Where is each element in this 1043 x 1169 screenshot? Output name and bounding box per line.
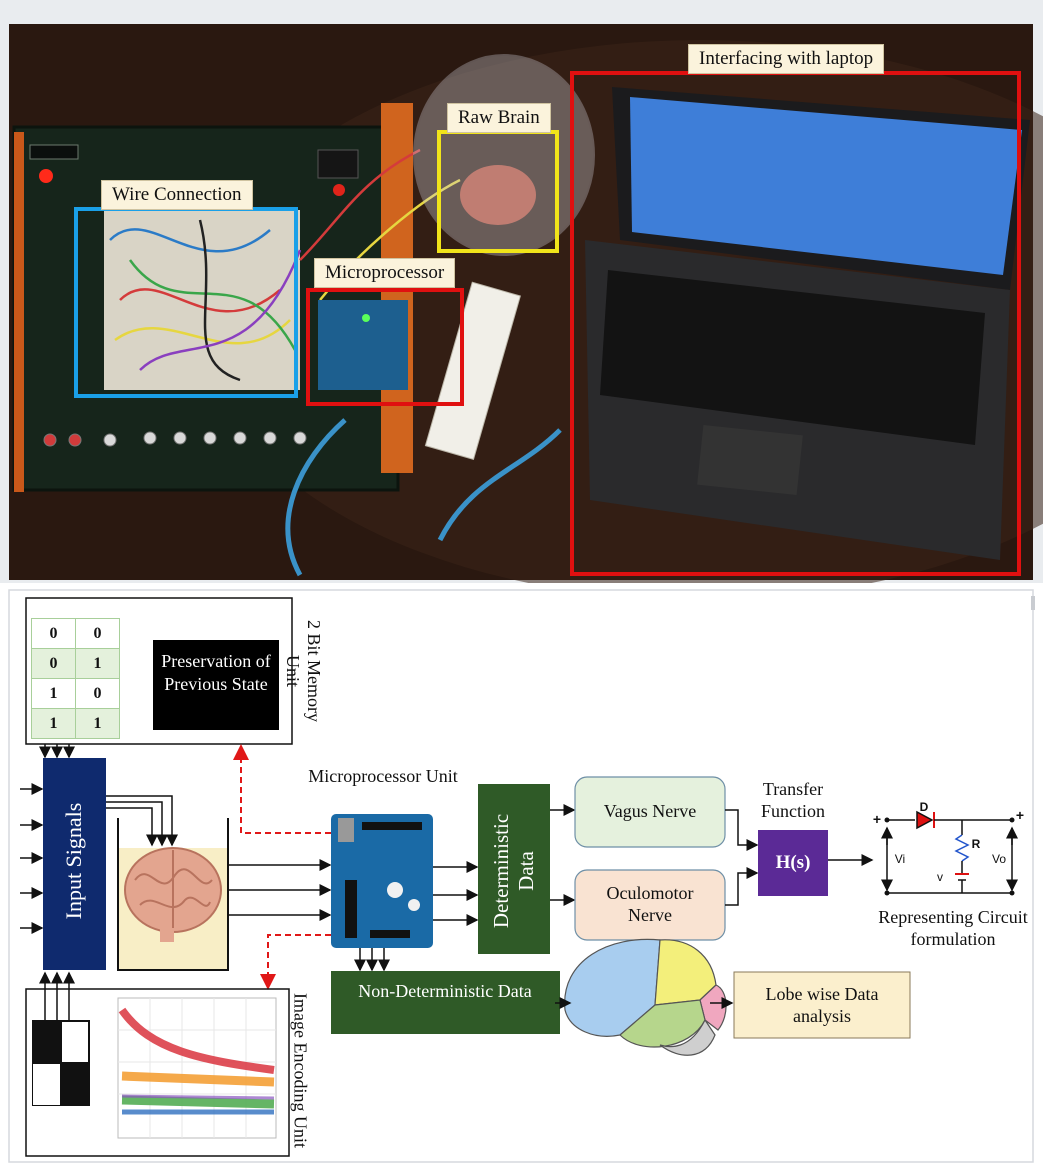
deterministic-label: Deterministic Data bbox=[489, 813, 538, 929]
interfacing-label: Interfacing with laptop bbox=[688, 44, 885, 74]
brain-lobes-icon bbox=[564, 938, 727, 1056]
raw-brain-label: Raw Brain bbox=[447, 103, 551, 133]
laptop bbox=[585, 87, 1030, 560]
transfer-function-label: Transfer Function bbox=[760, 779, 825, 821]
microprocessor-label: Microprocessor bbox=[314, 258, 456, 288]
table-cell: 1 bbox=[31, 678, 76, 709]
lobe-analysis-box bbox=[733, 971, 911, 1039]
circuit-v-label: v bbox=[937, 870, 943, 884]
arduino-board-icon bbox=[331, 814, 433, 948]
transfer-function-block bbox=[758, 830, 828, 896]
brain-icon bbox=[124, 847, 222, 942]
table-cell: 1 bbox=[31, 708, 76, 739]
microprocessor-unit-label: Microprocessor Unit bbox=[308, 766, 458, 786]
circuit-resistor-label: R bbox=[971, 837, 981, 851]
oculomotor-nerve-label: Oculomotor Nerve bbox=[606, 883, 694, 925]
circuit-vo-label: Vo bbox=[991, 852, 1006, 866]
microprocessor-highlight bbox=[306, 288, 464, 406]
breadboard bbox=[424, 281, 521, 461]
non-deterministic-label: Non-Deterministic Data bbox=[358, 981, 532, 1001]
circuit-plus-left: + bbox=[872, 811, 882, 827]
vagus-nerve-block bbox=[574, 776, 726, 848]
preservation-text: Preservation of Previous State bbox=[161, 651, 271, 694]
signal-plot-thumbnail bbox=[117, 997, 277, 1139]
checker-pattern-icon bbox=[32, 1020, 90, 1106]
table-cell: 0 bbox=[31, 618, 76, 649]
vagus-nerve-label: Vagus Nerve bbox=[603, 801, 697, 821]
memory-unit-label: 2 Bit Memory Unit bbox=[283, 620, 324, 722]
input-signals-block bbox=[43, 758, 106, 970]
deterministic-block bbox=[478, 784, 550, 954]
circuit-diagram bbox=[881, 810, 1018, 894]
circuit-diode-label: D bbox=[919, 800, 929, 814]
table-cell: 0 bbox=[75, 678, 120, 709]
circuit-caption: Representing Circuit formulation bbox=[878, 907, 1028, 949]
lobe-analysis-label: Lobe wise Data analysis bbox=[765, 984, 879, 1026]
wire-connection-label: Wire Connection bbox=[101, 180, 253, 210]
table-cell: 0 bbox=[31, 648, 76, 679]
memory-unit-box bbox=[25, 597, 293, 745]
hs-label: H(s) bbox=[775, 852, 811, 873]
non-deterministic-block bbox=[331, 971, 560, 1034]
table-cell: 0 bbox=[75, 618, 120, 649]
table-cell: 1 bbox=[75, 648, 120, 679]
image-encoding-label: Image Encoding Unit bbox=[290, 993, 311, 1148]
circuit-vi-label: Vi bbox=[894, 852, 906, 866]
preservation-box bbox=[153, 640, 279, 730]
table-cell: 1 bbox=[75, 708, 120, 739]
image-encoding-box bbox=[25, 988, 290, 1157]
circuit-plus-right: + bbox=[1015, 807, 1025, 823]
input-signals-label: Input Signals bbox=[61, 802, 86, 920]
